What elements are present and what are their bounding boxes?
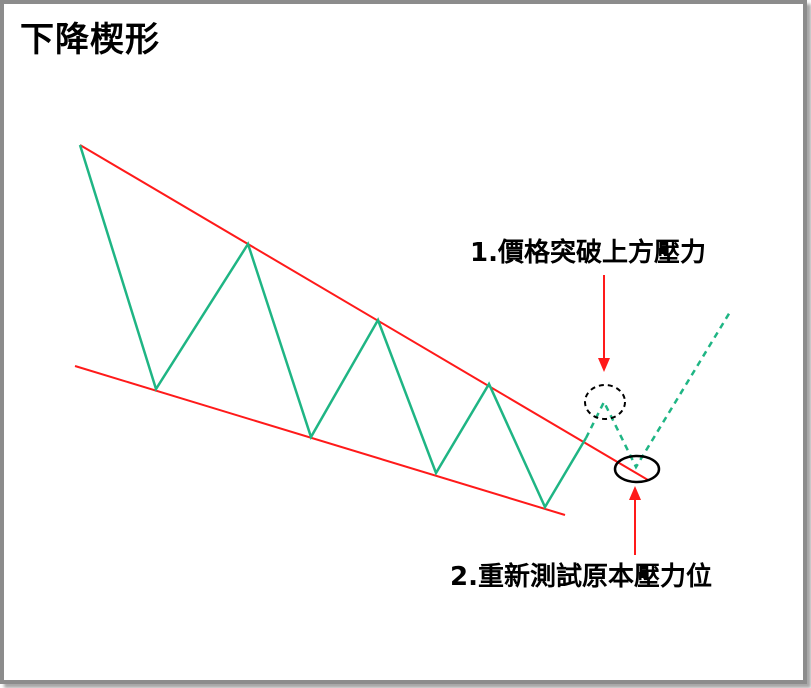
breakout-annotation: 1.價格突破上方壓力 <box>470 238 706 268</box>
breakout-marker-circle <box>584 384 626 420</box>
lower-support-line <box>74 365 566 516</box>
retest-arrow <box>629 486 641 555</box>
upper-resistance-line <box>79 144 649 481</box>
retest-marker-circle <box>613 454 661 484</box>
retest-annotation: 2.重新測試原本壓力位 <box>450 562 712 592</box>
breakout-arrow <box>598 275 610 372</box>
diagram-title: 下降楔形 <box>20 20 160 60</box>
projected-breakout-path <box>584 311 732 470</box>
price-path <box>78 144 588 510</box>
